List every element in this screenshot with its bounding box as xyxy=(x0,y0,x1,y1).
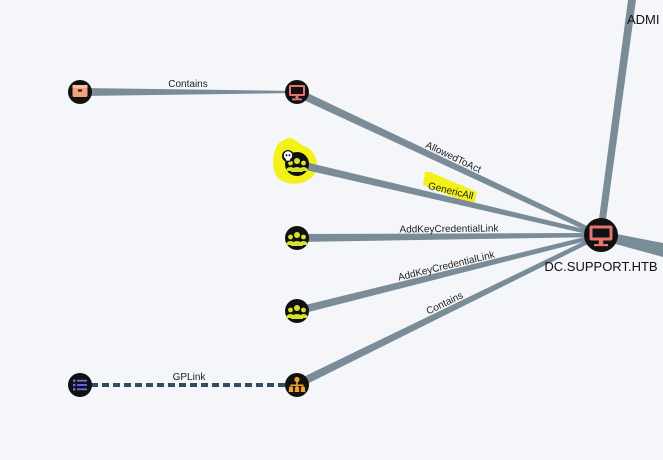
node-label-dc: DC.SUPPORT.HTB xyxy=(544,259,657,274)
node-labels: DC.SUPPORT.HTB ADMI xyxy=(544,12,659,274)
edges xyxy=(80,0,663,389)
edge-label-contains-top: Contains xyxy=(168,79,207,90)
edge-genericall[interactable] xyxy=(297,160,601,237)
node-label-admin-partial: ADMI xyxy=(627,12,660,27)
edge-dc-to-admin[interactable] xyxy=(597,0,636,234)
edge-contains-ou[interactable] xyxy=(297,233,602,389)
group-node-a[interactable] xyxy=(285,226,309,250)
computer-icon xyxy=(589,225,613,247)
edge-label-gplink: GPLink xyxy=(173,372,207,383)
computer-node-top[interactable] xyxy=(285,80,309,104)
owned-group-node[interactable] xyxy=(282,150,309,176)
edge-addkeycredential-1[interactable] xyxy=(297,233,601,242)
edge-label-addkeycredential-1: AddKeyCredentialLink xyxy=(399,223,499,235)
container-icon xyxy=(72,85,88,97)
nodes xyxy=(68,80,618,397)
edge-labels: Contains AllowedToAct GenericAll AddKeyC… xyxy=(168,79,499,383)
org-unit-icon xyxy=(288,376,306,392)
edge-addkeycredential-2[interactable] xyxy=(297,233,602,315)
group-icon xyxy=(286,158,308,172)
group-icon xyxy=(286,232,308,246)
group-node-b[interactable] xyxy=(285,299,309,323)
gpo-node[interactable] xyxy=(68,373,92,397)
edge-allowedtoact[interactable] xyxy=(297,88,602,237)
edge-contains-top[interactable] xyxy=(80,88,297,96)
highlight-genericall-label xyxy=(423,172,477,205)
group-icon xyxy=(286,305,308,319)
dc-node[interactable] xyxy=(584,218,618,252)
container-node[interactable] xyxy=(68,80,92,104)
owned-skull-icon xyxy=(282,150,294,162)
list-icon xyxy=(73,379,87,391)
ou-node[interactable] xyxy=(285,373,309,397)
computer-icon xyxy=(289,85,305,101)
